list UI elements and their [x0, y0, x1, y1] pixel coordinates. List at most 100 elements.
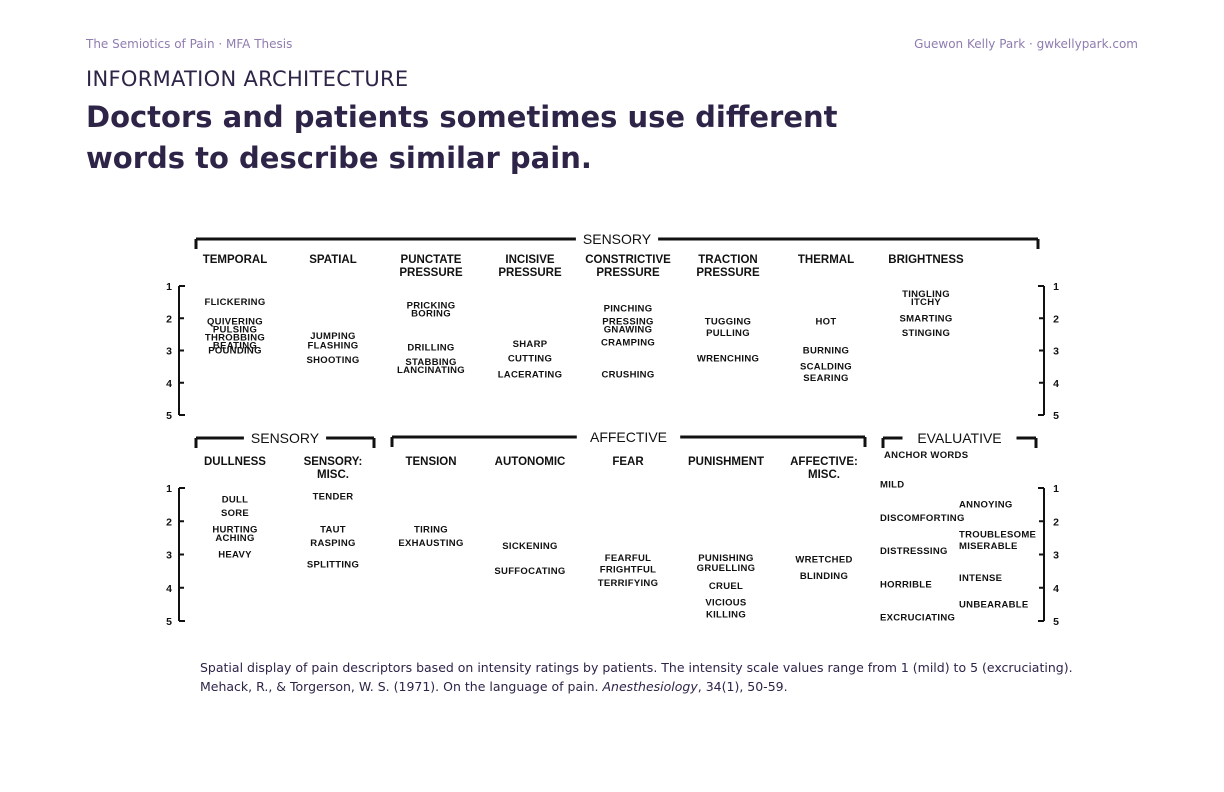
descriptor-word: BORING [411, 308, 451, 319]
descriptor-word: EXHAUSTING [398, 538, 463, 549]
descriptor-word: JUMPING [310, 331, 355, 342]
descriptor-word: SUFFOCATING [494, 566, 565, 577]
category-header: TEMPORAL [203, 254, 268, 266]
scale-bottom-left-tick-label: 5 [166, 616, 172, 628]
descriptor-word: POUNDING [208, 346, 262, 357]
section-label: INFORMATION ARCHITECTURE [86, 67, 409, 91]
descriptor-word: SCALDING [800, 362, 852, 373]
scale-top-left-tick-label: 5 [166, 410, 172, 422]
descriptor-word: SHARP [513, 339, 548, 350]
scale-bottom-left-tick-label: 1 [166, 483, 172, 495]
group-evaluative-label: EVALUATIVE [917, 430, 1001, 446]
document-title: The Semiotics of Pain · MFA Thesis [86, 37, 293, 51]
descriptor-word: TUGGING [705, 316, 751, 327]
caption-citation: Mehack, R., & Torgerson, W. S. (1971). O… [200, 677, 1073, 696]
descriptor-word: CRUEL [709, 581, 743, 592]
descriptor-word: CUTTING [508, 354, 552, 365]
anchor-words-header: ANCHOR WORDS [884, 450, 968, 461]
anchor-word: INTENSE [959, 573, 1002, 584]
scale-bottom-right-tick-label: 1 [1053, 483, 1059, 495]
descriptor-word: PULLING [706, 328, 750, 339]
figure-caption: Spatial display of pain descriptors base… [200, 658, 1073, 696]
scale-bottom-left-tick-label: 4 [166, 583, 172, 595]
descriptor-word: HOT [816, 316, 837, 327]
descriptor-word: QUIVERING [207, 316, 263, 327]
descriptor-word: FRIGHTFUL [600, 564, 657, 575]
descriptor-word: SEARING [803, 373, 848, 384]
descriptor-word: FLICKERING [204, 297, 265, 308]
descriptor-word: VICIOUS [705, 598, 746, 609]
anchor-word: UNBEARABLE [959, 599, 1029, 610]
anchor-word: ANNOYING [959, 500, 1013, 511]
anchor-word: HORRIBLE [880, 579, 932, 590]
category-header: TRACTION [698, 254, 757, 266]
scale-bottom-right-tick-label: 4 [1053, 583, 1059, 595]
pain-descriptor-figure: SENSORY 1 2 3 4 5 1 2 3 4 5 TEMPORAL FLICKERING QUIVE… [166, 231, 1059, 628]
category-header: TENSION [405, 456, 456, 468]
group-sensory-top-label: SENSORY [583, 231, 652, 247]
scale-top-left-tick-label: 4 [166, 378, 172, 390]
scale-top-right-tick-label: 5 [1053, 410, 1059, 422]
group-affective-label: AFFECTIVE [590, 429, 667, 445]
descriptor-word: WRENCHING [697, 354, 759, 365]
group-sensory-bottom-label: SENSORY [251, 430, 320, 446]
descriptor-word: WRETCHED [795, 554, 852, 565]
descriptor-word: SICKENING [502, 541, 557, 552]
category-header: PRESSURE [399, 267, 463, 279]
descriptor-word: SORE [221, 508, 249, 519]
category-header: MISC. [317, 469, 349, 481]
descriptor-word: BLINDING [800, 571, 848, 582]
descriptor-word: TAUT [320, 525, 346, 536]
descriptor-word: TIRING [414, 525, 448, 536]
descriptor-word: SHOOTING [306, 355, 359, 366]
category-header: MISC. [808, 469, 840, 481]
anchor-word: DISTRESSING [880, 546, 948, 557]
descriptor-word: LANCINATING [397, 365, 465, 376]
descriptor-word: TENDER [313, 491, 354, 502]
descriptor-word: SMARTING [899, 313, 952, 324]
descriptor-word: TERRIFYING [598, 578, 659, 589]
scale-top-right-tick-label: 3 [1053, 346, 1059, 358]
descriptor-word: HEAVY [218, 550, 252, 561]
category-header: SPATIAL [309, 254, 357, 266]
descriptor-word: PUNISHING [698, 553, 753, 564]
descriptor-word: FLASHING [308, 341, 359, 352]
descriptor-word: HURTING [212, 525, 257, 536]
caption-description: Spatial display of pain descriptors base… [200, 660, 1073, 675]
descriptor-word: PRESSING [602, 316, 654, 327]
category-header: PRESSURE [596, 267, 660, 279]
scale-bottom-left-tick-label: 2 [166, 516, 172, 528]
citation-journal: Anesthesiology [602, 679, 698, 694]
descriptor-word: BURNING [803, 346, 849, 357]
descriptor-word: LACERATING [498, 370, 563, 381]
category-header: INCISIVE [505, 254, 555, 266]
descriptor-word: ACHING [215, 533, 254, 544]
category-header: SENSORY: [304, 456, 363, 468]
descriptor-word: DULL [222, 495, 249, 506]
descriptor-word: DRILLING [407, 342, 454, 353]
citation-volume: , 34(1), 50-59. [697, 679, 788, 694]
category-header: AUTONOMIC [495, 456, 566, 468]
scale-top-right-tick-label: 2 [1053, 313, 1059, 325]
category-header: AFFECTIVE: [790, 456, 858, 468]
anchor-word: MISERABLE [959, 541, 1018, 552]
descriptor-word: CRAMPING [601, 337, 655, 348]
descriptor-word: TINGLING [902, 289, 950, 300]
anchor-word: TROUBLESOME [959, 530, 1036, 541]
scale-bottom-right-tick-label: 5 [1053, 616, 1059, 628]
descriptor-word: CRUSHING [601, 370, 654, 381]
scale-top-right-tick-label: 1 [1053, 281, 1059, 293]
scale-bottom-right-tick-label: 3 [1053, 550, 1059, 562]
descriptor-word: GNAWING [604, 325, 653, 336]
category-header: DULLNESS [204, 456, 266, 468]
descriptor-word: KILLING [706, 609, 746, 620]
author-credit: Guewon Kelly Park · gwkellypark.com [914, 37, 1138, 51]
descriptor-word: STABBING [405, 357, 456, 368]
descriptor-word: PINCHING [604, 304, 653, 315]
anchor-word: DISCOMFORTING [880, 513, 965, 524]
scale-top-right-tick-label: 4 [1053, 378, 1059, 390]
descriptor-word: ITCHY [911, 297, 941, 308]
scale-bottom-left-tick-label: 3 [166, 550, 172, 562]
page-headline: Doctors and patients sometimes use diffe… [86, 100, 838, 175]
descriptor-word: SPLITTING [307, 559, 359, 570]
